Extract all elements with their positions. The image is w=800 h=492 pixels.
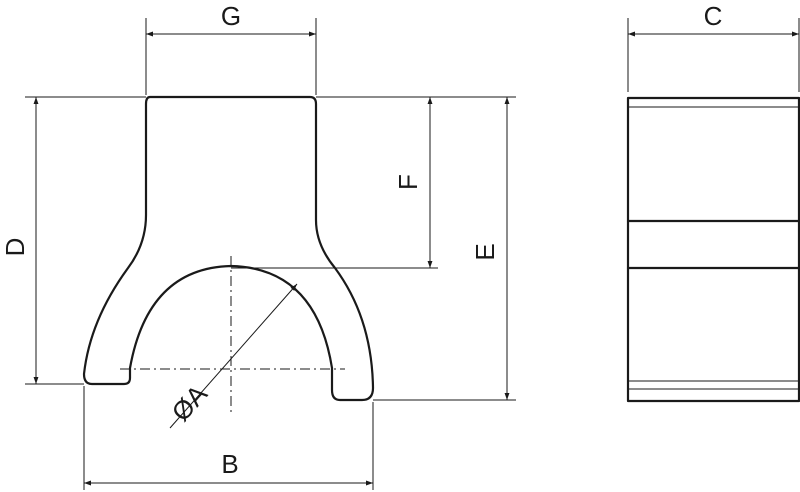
label-c: C <box>704 1 723 31</box>
label-d: D <box>0 238 30 257</box>
extension-lines <box>25 18 800 490</box>
label-g: G <box>221 1 241 31</box>
dim-line-a <box>169 283 298 429</box>
front-view <box>82 95 375 412</box>
label-f: F <box>393 174 423 190</box>
dimension-lines <box>33 31 799 486</box>
fork-outline <box>82 95 375 402</box>
side-view <box>626 96 800 403</box>
label-e: E <box>470 243 500 260</box>
side-view-outline <box>626 96 800 403</box>
dimension-labels: G C D F E ØA B <box>0 1 722 479</box>
label-a: ØA <box>166 378 214 426</box>
label-b: B <box>221 449 238 479</box>
